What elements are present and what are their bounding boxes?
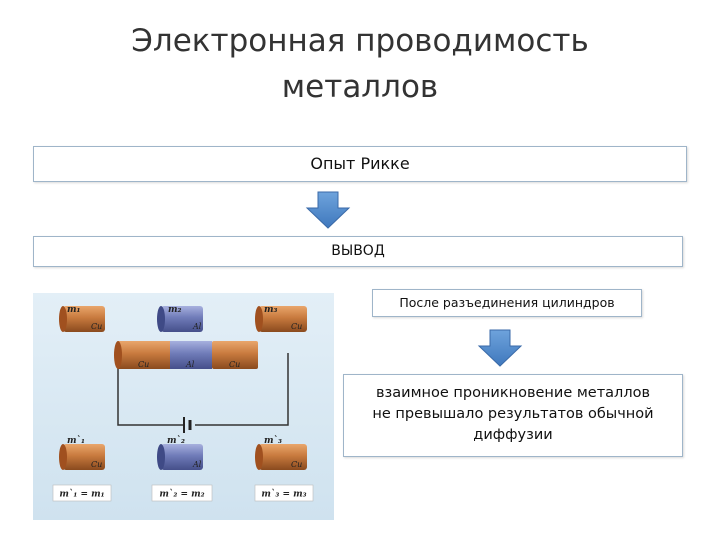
page-title: Электронная проводимость металлов [60,18,660,110]
ricke-experiment-figure: m₁ Cu m₂ Al m₃ Cu Cu Al Cu m`₁ Cu m [33,293,334,520]
cylinder-top-2: m₂ Al [157,305,203,332]
title-line-1: Электронная проводимость [131,23,589,59]
equation-1: m`₁ = m₁ [52,484,112,502]
cylinder-bottom-2: m`₂ Al [157,435,203,470]
conclusion-box: ВЫВОД [33,236,683,267]
down-arrow-icon [477,329,523,367]
equation-3: m`₃ = m₃ [254,484,314,502]
svg-text:m`₃ = m₃: m`₃ = m₃ [261,489,306,500]
mass-label: m`₁ [67,435,85,446]
circuit-wire [117,353,289,426]
cylinder-bottom-3: m`₃ Cu [255,435,307,470]
title-line-2: металлов [281,69,439,105]
cylinder-top-1: m₁ Cu [59,305,105,332]
result-line-1: взаимное проникновение металлов [376,385,650,401]
equation-2: m`₂ = m₂ [151,484,213,502]
result-line-3: диффузии [473,427,553,443]
metal-label: Al [185,360,195,369]
svg-text:m`₂ = m₂: m`₂ = m₂ [159,489,204,500]
metal-label: Cu [229,360,240,369]
cylinder-bottom-1: m`₁ Cu [59,435,105,470]
cylinder-top-3: m₃ Cu [255,305,307,332]
cylinder-assembly: Cu Al Cu [114,341,258,369]
metal-label: Al [192,460,202,469]
experiment-box: Опыт Рикке [33,146,687,182]
mass-label: m₁ [67,305,81,315]
mass-label: m₃ [264,305,278,315]
down-arrow-icon [305,191,351,229]
battery-icon [183,417,192,433]
metal-label: Cu [91,322,102,331]
mass-label: m`₃ [264,435,282,446]
svg-text:m`₁ = m₁: m`₁ = m₁ [59,489,104,500]
metal-label: Cu [291,322,302,331]
after-separation-box: После разъединения цилиндров [372,289,642,317]
metal-label: Cu [138,360,149,369]
metal-label: Cu [91,460,102,469]
mass-label: m`₂ [167,435,185,446]
result-line-2: не превышало результатов обычной [372,406,654,422]
metal-label: Al [192,322,202,331]
metal-label: Cu [291,460,302,469]
mass-label: m₂ [168,305,182,315]
result-box: взаимное проникновение металлов не превы… [343,374,683,457]
